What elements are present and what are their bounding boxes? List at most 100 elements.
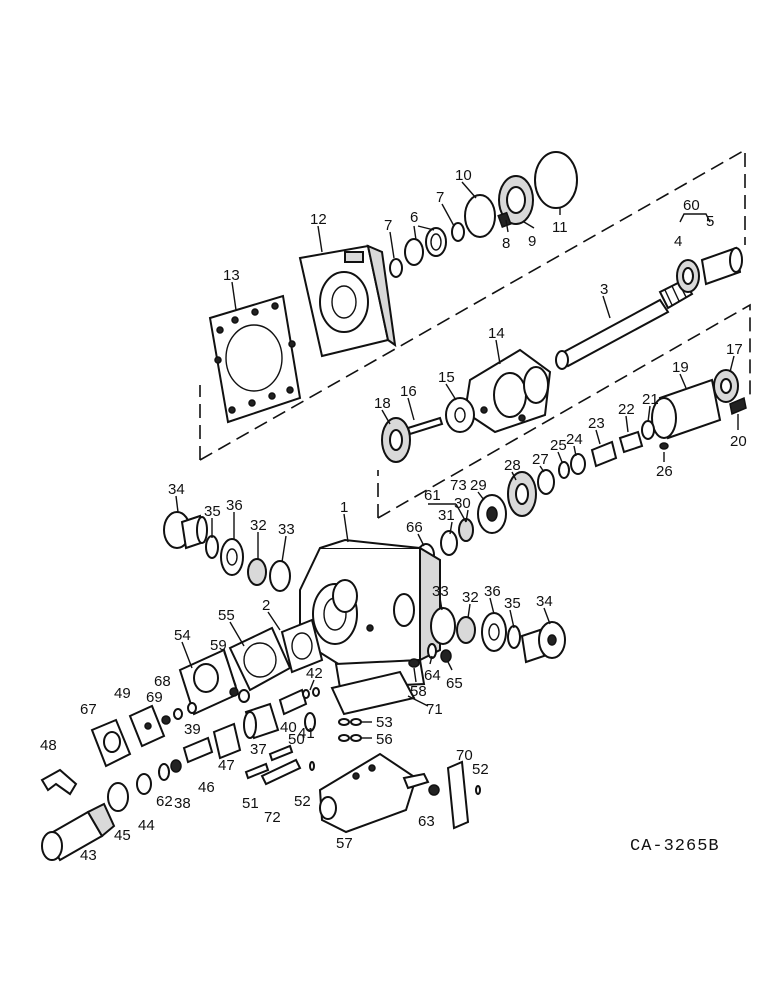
callout-41: 41 [298,725,315,742]
ring-35-right [507,625,521,649]
callout-6: 6 [410,209,418,226]
carrier-14 [463,348,552,434]
lower-cover-57 [318,752,430,834]
callout-5: 5 [706,213,714,230]
callout-22: 22 [618,401,635,418]
callout-66: 66 [406,519,423,536]
callout-20: 20 [730,433,747,450]
callout-51: 51 [242,795,259,812]
callout-55: 55 [218,607,235,624]
callout-8: 8 [502,235,510,252]
seal-65 [440,649,452,663]
callout-1: 1 [340,499,348,516]
callout-23: 23 [588,415,605,432]
callout-28: 28 [504,457,521,474]
callout-11: 11 [552,219,568,236]
callout-34-left: 34 [168,481,185,498]
callout-56: 56 [376,731,393,748]
callout-16: 16 [400,383,417,400]
cup-33-right [430,607,456,645]
spring-20 [729,396,747,416]
bracket-70 [446,760,470,830]
callout-63: 63 [418,813,435,830]
callout-27: 27 [532,451,549,468]
clip-52-left [309,761,315,771]
oring-44 [136,773,152,795]
callout-7a: 7 [384,217,392,234]
ring-24 [570,453,586,475]
callout-65: 65 [446,675,463,692]
cap-17 [713,369,739,403]
cup-33-left [269,560,291,592]
flange-34-right [520,621,566,664]
callout-45: 45 [114,827,131,844]
callout-26: 26 [656,463,673,480]
callout-50: 50 [288,731,305,748]
callout-43: 43 [80,847,97,864]
shim-36-left [220,538,244,576]
bearing-9 [498,175,534,225]
callout-70: 70 [456,747,473,764]
cover-plate-12 [298,244,397,358]
callout-3: 3 [600,281,608,298]
callout-labels: 10 11 12 13 7 6 7 8 9 60 4 5 3 14 15 16 … [40,167,747,864]
callout-61: 61 [424,487,441,504]
callout-47: 47 [218,757,235,774]
ring-62 [158,763,170,781]
callout-37: 37 [250,741,267,758]
callout-25: 25 [550,437,567,454]
ring-35-left [205,535,219,559]
sleeve-22 [618,430,644,454]
callout-49: 49 [114,685,131,702]
callout-54: 54 [174,627,191,644]
oring-10 [464,194,496,238]
callout-14: 14 [488,325,505,342]
pump-body-54 [178,648,240,716]
callout-71: 71 [426,701,443,718]
spacer-40 [278,688,308,716]
shaft-3 [555,278,694,370]
callout-67: 67 [80,701,97,718]
bushing-5 [700,246,743,286]
callout-38: 38 [174,795,191,812]
gasket-13 [208,294,302,424]
snap-ring-11 [534,151,578,209]
gear-4 [676,259,700,293]
callout-46: 46 [198,779,215,796]
callout-4: 4 [674,233,682,250]
clip-52-right [475,785,481,795]
link-72 [260,758,302,786]
valve-body-67 [90,718,132,768]
orings-53-56 [338,718,362,742]
washer-25 [558,461,570,479]
callout-18: 18 [374,395,391,412]
callout-15: 15 [438,369,455,386]
plate-2 [280,618,324,674]
callout-32-left: 32 [250,517,267,534]
middle-group-outline [377,303,751,519]
callout-29: 29 [470,477,487,494]
pin-16 [406,416,444,436]
gasket-71 [330,670,416,716]
callout-52-left: 52 [294,793,311,810]
callout-33-left: 33 [278,521,295,538]
callout-48: 48 [40,737,57,754]
callout-44: 44 [138,817,155,834]
callout-40: 40 [280,719,297,736]
callout-53: 53 [376,714,393,731]
bracket-48 [40,768,78,796]
cover-49 [128,704,166,748]
spring-68 [173,708,183,720]
callout-57: 57 [336,835,353,852]
valve-37 [243,702,280,740]
callout-42: 42 [306,665,323,682]
filter-43 [41,802,116,862]
housing-19 [651,378,722,440]
main-housing-1 [299,538,441,690]
callout-24: 24 [566,431,583,448]
callout-13: 13 [223,267,240,284]
callout-10: 10 [455,167,472,184]
pin-26 [659,442,669,450]
pin-50 [268,744,294,762]
